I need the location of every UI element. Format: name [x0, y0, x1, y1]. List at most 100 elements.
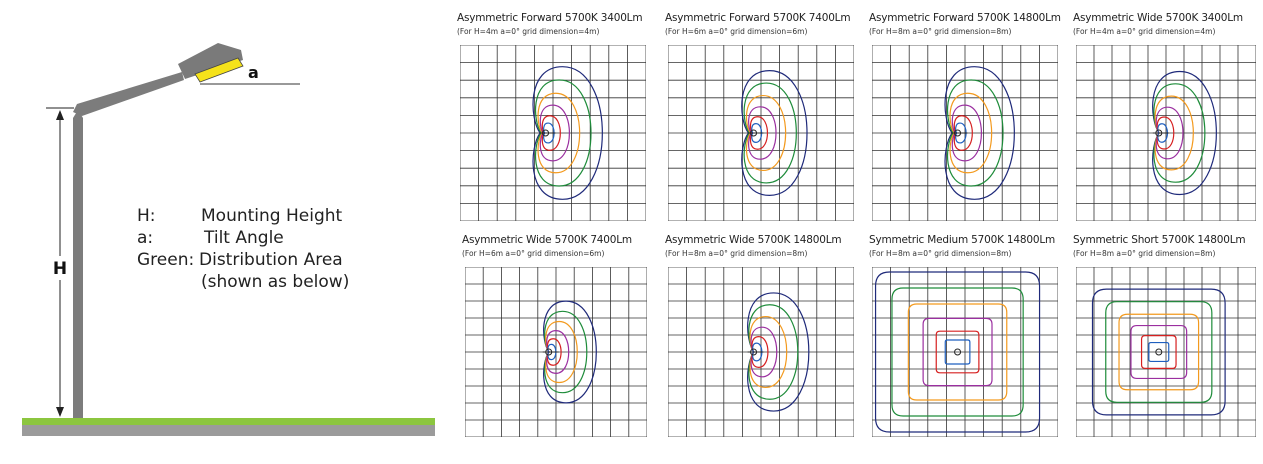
grid: [668, 267, 854, 437]
isolux-contour: [907, 303, 1008, 401]
lamp-lens: [194, 57, 244, 83]
height-symbol: H: [53, 259, 67, 279]
isolux-contour: [1153, 83, 1206, 183]
isolux-contour: [1130, 324, 1188, 380]
isolux-contour: [874, 271, 1041, 433]
grid: [872, 45, 1058, 221]
isolux-panel: Asymmetric Forward 5700K 3400Lm (For H=4…: [457, 12, 647, 242]
panel-subtitle: (For H=6m a=0° grid dimension=6m): [462, 249, 605, 258]
isolux-plot: [1076, 267, 1256, 437]
streetlight-diagram: a H: [22, 43, 435, 436]
panel-subtitle: (For H=8m a=0° grid dimension=8m): [1073, 249, 1216, 258]
isolux-contour: [944, 339, 971, 365]
panel-title: Asymmetric Wide 5700K 7400Lm: [462, 234, 632, 246]
road: [22, 424, 435, 436]
isolux-contour: [534, 79, 592, 187]
isolux-contour: [537, 92, 581, 174]
tilt-symbol: a: [248, 63, 259, 82]
legend-value: Tilt Angle: [204, 228, 284, 248]
isolux-plot: [668, 45, 854, 221]
isolux-panel: Symmetric Short 5700K 14800Lm (For H=8m …: [1073, 234, 1263, 464]
isolux-contour: [544, 310, 588, 394]
isolux-contour: [750, 326, 778, 378]
panel-subtitle: (For H=4m a=0° grid dimension=4m): [1073, 27, 1216, 36]
isolux-contour: [539, 104, 570, 162]
isolux-contour: [741, 69, 808, 197]
panel-title: Asymmetric Forward 5700K 14800Lm: [869, 12, 1061, 24]
isolux-plot: [460, 45, 646, 221]
isolux-contour: [543, 300, 597, 404]
panel-subtitle: (For H=4m a=0° grid dimension=4m): [457, 27, 600, 36]
panel-subtitle: (For H=8m a=0° grid dimension=8m): [869, 249, 1012, 258]
panel-title: Asymmetric Wide 5700K 3400Lm: [1073, 12, 1243, 24]
grid: [668, 45, 854, 221]
isolux-panel: Asymmetric Wide 5700K 7400Lm (For H=6m a…: [462, 234, 652, 464]
lamp-head: [178, 43, 243, 79]
height-arrow-top: [56, 110, 64, 120]
isolux-contour: [891, 287, 1024, 417]
isolux-plot: [465, 267, 647, 437]
grid: [1076, 45, 1256, 221]
isolux-contour: [748, 106, 777, 160]
panel-title: Asymmetric Forward 5700K 7400Lm: [665, 12, 851, 24]
pole-arm: [73, 72, 184, 116]
isolux-panel: Asymmetric Wide 5700K 14800Lm (For H=8m …: [665, 234, 855, 464]
grass: [22, 418, 435, 425]
panel-subtitle: (For H=8m a=0° grid dimension=8m): [869, 27, 1012, 36]
legend-key: Green:: [137, 250, 195, 270]
isolux-contour: [751, 336, 769, 368]
grid: [872, 267, 1058, 437]
grid: [1076, 267, 1256, 437]
isolux-contour: [1091, 288, 1226, 416]
isolux-plot: [668, 267, 854, 437]
panel-title: Symmetric Medium 5700K 14800Lm: [869, 234, 1056, 246]
isolux-contour: [743, 82, 797, 184]
isolux-panel: Asymmetric Forward 5700K 7400Lm (For H=6…: [665, 12, 855, 242]
grid: [460, 45, 646, 221]
isolux-contour: [1152, 70, 1217, 196]
isolux-contour: [1154, 95, 1194, 171]
isolux-contour: [953, 115, 973, 151]
isolux-contour: [1148, 341, 1170, 363]
isolux-contour: [944, 66, 1015, 200]
luminaire-position-marker: [954, 348, 962, 356]
panel-subtitle: (For H=6m a=0° grid dimension=6m): [665, 27, 808, 36]
isolux-plot: [872, 45, 1058, 221]
isolux-contour: [546, 338, 562, 366]
isolux-contour: [1140, 335, 1177, 369]
legend-key: a:: [137, 228, 154, 248]
isolux-contour: [545, 320, 578, 384]
isolux-plot: [872, 267, 1058, 437]
pole: [73, 110, 83, 418]
isolux-plot: [1076, 45, 1256, 221]
isolux-contour: [749, 315, 788, 389]
isolux-contour: [745, 94, 787, 172]
isolux-contour: [541, 115, 561, 151]
height-arrow-bottom: [56, 407, 64, 417]
legend-value: Distribution Area: [199, 250, 343, 270]
isolux-contour: [935, 330, 980, 374]
isolux-contour: [1118, 313, 1200, 391]
legend-value: (shown as below): [201, 272, 350, 292]
isolux-contour: [748, 304, 799, 400]
panel-subtitle: (For H=8m a=0° grid dimension=8m): [665, 249, 808, 258]
legend-key: H:: [137, 206, 156, 226]
isolux-panel: Symmetric Medium 5700K 14800Lm (For H=8m…: [869, 234, 1059, 464]
isolux-contour: [545, 330, 570, 374]
isolux-contour: [747, 292, 810, 412]
isolux-contour: [532, 66, 603, 200]
legend-value: Mounting Height: [201, 206, 343, 226]
isolux-contour: [946, 79, 1004, 187]
isolux-contour: [949, 92, 993, 174]
isolux-contour: [1105, 301, 1213, 403]
isolux-panel: Asymmetric Forward 5700K 14800Lm (For H=…: [869, 12, 1061, 242]
panel-title: Asymmetric Forward 5700K 3400Lm: [457, 12, 643, 24]
isolux-contour: [1155, 106, 1184, 160]
isolux-contour: [922, 317, 993, 387]
luminaire-position-marker: [1155, 348, 1163, 356]
isolux-panel: Asymmetric Wide 5700K 3400Lm (For H=4m a…: [1073, 12, 1263, 242]
panel-title: Symmetric Short 5700K 14800Lm: [1073, 234, 1246, 246]
isolux-contour: [1156, 116, 1175, 150]
isolux-contour: [749, 116, 769, 150]
isolux-contour: [951, 104, 982, 162]
